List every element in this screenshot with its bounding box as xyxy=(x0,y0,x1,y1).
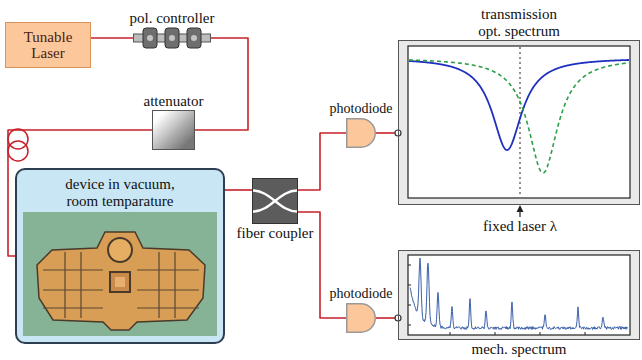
fiber-loops xyxy=(8,129,28,161)
fiber-loop xyxy=(8,141,28,161)
tick xyxy=(495,332,496,335)
fiber-loop xyxy=(8,129,28,149)
membrane-pad xyxy=(110,272,130,292)
pol-symbol xyxy=(133,28,211,48)
membrane-center xyxy=(115,277,125,287)
pd-symbol xyxy=(346,303,376,333)
attenuator-box: attenuator xyxy=(152,110,195,150)
screen-bezel xyxy=(399,251,640,340)
chip-outline xyxy=(37,232,205,330)
tick xyxy=(585,332,586,335)
chip-line xyxy=(137,307,199,308)
coupler-symbol xyxy=(253,179,297,223)
tick xyxy=(450,332,451,335)
tick xyxy=(408,265,411,266)
controller-paddle xyxy=(187,28,201,48)
chip-line xyxy=(43,289,103,290)
photo-background xyxy=(23,212,217,336)
tick xyxy=(408,305,411,306)
fiber-link xyxy=(298,133,346,190)
disk-resonator xyxy=(108,238,132,262)
chip-line xyxy=(43,269,103,270)
photodiode-body xyxy=(347,119,376,148)
photodiode: photodiode xyxy=(346,118,376,148)
transmission-curve xyxy=(409,60,629,150)
callout-label: fixed laser λ xyxy=(483,218,557,235)
coupler-fiber xyxy=(253,190,297,211)
photodiode: photodiode xyxy=(346,303,376,333)
screen-title: transmission opt. spectrum xyxy=(471,6,567,39)
paddle-knob xyxy=(191,35,197,41)
tick xyxy=(540,332,541,335)
optical-curves xyxy=(409,60,629,173)
mechanical-spectrum-curve xyxy=(410,258,628,329)
laser-box: Tunable Laser xyxy=(5,22,91,68)
component-label: fiber coupler xyxy=(236,225,313,242)
controller-paddle xyxy=(165,28,179,48)
chip-line xyxy=(137,289,199,290)
component-label: pol. controller xyxy=(130,10,215,27)
polarization-controller: pol. controller xyxy=(133,28,211,48)
screen-title: mech. spectrum xyxy=(472,341,567,358)
tick xyxy=(408,285,411,286)
component-label: photodiode xyxy=(330,286,393,301)
tick xyxy=(408,325,411,326)
plot-area xyxy=(408,46,630,198)
fiber-link xyxy=(225,189,252,191)
controller-paddle xyxy=(143,28,157,48)
oscilloscope-screen: transmission opt. spectrum xyxy=(398,40,640,205)
device-panel: device in vacuum, room temparature xyxy=(15,168,225,344)
mechanical-curve xyxy=(410,258,628,329)
pointer-arrowhead xyxy=(517,205,524,212)
laser-label: Tunable Laser xyxy=(18,29,78,62)
bottom-screen xyxy=(399,251,640,340)
shifted-curve xyxy=(409,60,629,173)
paddle-knob xyxy=(169,35,175,41)
chip-line xyxy=(137,269,199,270)
photodiode-body xyxy=(347,304,376,333)
plot-area xyxy=(408,255,630,335)
paddle-knob xyxy=(147,35,153,41)
component-label: photodiode xyxy=(330,101,393,116)
fiber-coupler: fiber coupler xyxy=(252,178,298,224)
fiber-link xyxy=(195,38,248,130)
component-label: attenuator xyxy=(144,93,204,110)
top-screen xyxy=(399,41,640,218)
spectrum-screen: mech. spectrum xyxy=(398,250,640,340)
chip-line xyxy=(43,307,103,308)
fiber-link xyxy=(91,37,133,39)
coupler-fiber xyxy=(253,190,297,211)
screen-bezel xyxy=(399,41,640,205)
device-label: device in vacuum, room temparature xyxy=(53,176,188,209)
pd-symbol xyxy=(346,118,376,148)
